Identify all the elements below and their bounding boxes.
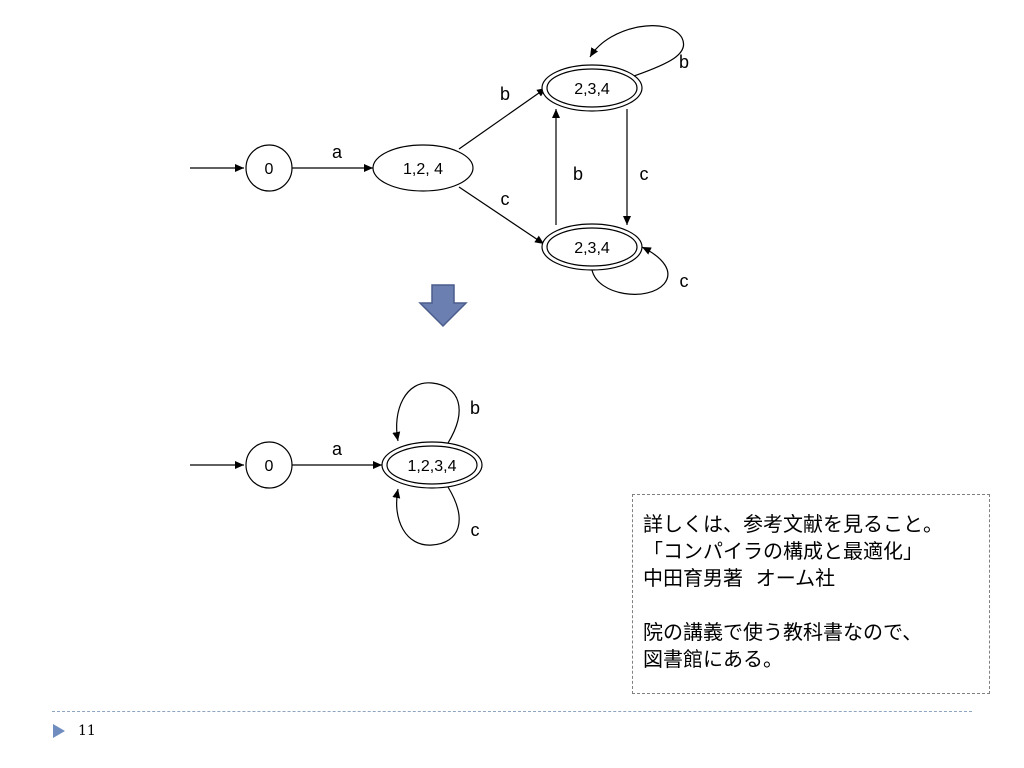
edge-b-124-to-234top [458,87,547,150]
note-line-2: 「コンパイラの構成と最適化」 [643,539,923,563]
note-line-4 [643,592,989,619]
loop-c-bottom-state-label: c [471,520,480,540]
page-number: 11 [78,723,96,739]
state-234-top-inner [546,68,638,108]
bottom-diagram: 0 a 1,2,3,4 b c [190,382,483,546]
state-234-bottom-label: 2,3,4 [574,240,610,257]
state-0-bottom-label: 0 [265,458,274,475]
reference-note: 詳しくは、参考文献を見ること。 「コンパイラの構成と最適化」 中田育男著 オーム… [632,494,990,694]
footer-divider [52,711,972,712]
note-line-5: 院の講義で使う教科書なので、 [643,620,923,644]
automaton-diagram: 0 a 1,2, 4 b c 2,3,4 2,3,4 b c b c 0 a [190,25,689,546]
down-arrow-icon [418,284,468,328]
state-234-top-outer [541,64,643,112]
loop-b-bottom [392,382,460,444]
edge-a-top-label: a [332,142,343,162]
note-line-3: 中田育男著 オーム社 [643,566,836,590]
state-0-top-label: 0 [265,161,274,178]
edge-c-124-label: c [501,189,510,209]
state-234-top-label: 2,3,4 [574,81,610,98]
loop-b-top [589,25,685,77]
loop-c-bottom-label: c [680,271,689,291]
state-124-label: 1,2, 4 [403,161,443,178]
state-234-bottom-inner [546,227,638,267]
state-1234-outer [381,441,483,489]
footer-triangle-icon [53,724,65,738]
loop-b-top-label: b [679,52,689,72]
note-line-6: 図書館にある。 [643,647,783,671]
loop-b-bottom-label: b [470,398,480,418]
loop-c-bottom [591,246,669,295]
top-diagram: 0 a 1,2, 4 b c 2,3,4 2,3,4 b c b c [190,25,689,295]
state-1234-inner [386,445,478,485]
edge-c-vertical-label: c [640,164,649,184]
state-1234-label: 1,2,3,4 [408,458,457,475]
loop-c-bottom-state [392,486,460,546]
note-line-1: 詳しくは、参考文献を見ること。 [643,512,943,536]
state-124 [372,144,474,192]
edge-a-bottom-label: a [332,439,343,459]
edge-c-124-to-234bottom [458,186,545,245]
edge-b-124-label: b [500,84,510,104]
edge-b-vertical-label: b [573,164,583,184]
